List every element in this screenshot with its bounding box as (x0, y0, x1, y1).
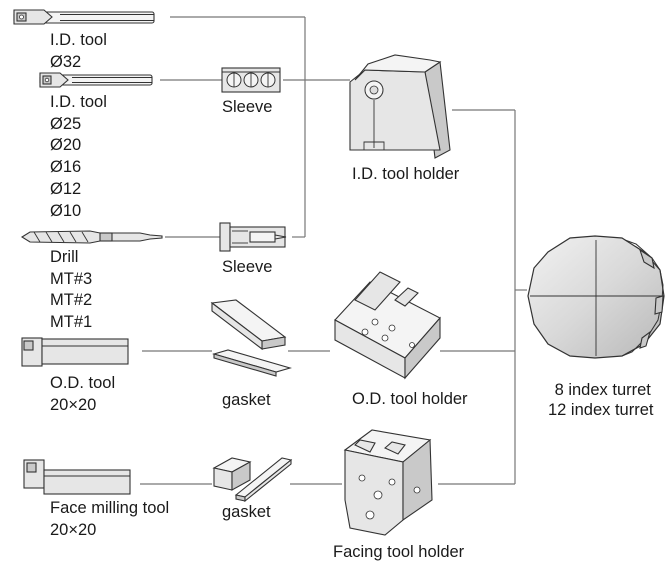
drill-size-mt1: MT#1 (50, 313, 93, 332)
id-tool-size-12: Ø12 (50, 179, 82, 198)
turret-label: 8 index turret 12 index turret (548, 380, 653, 420)
turret-icon (527, 235, 665, 359)
turret-label-12-index: 12 index turret (548, 401, 654, 419)
id-tool-size-25: Ø25 (50, 114, 82, 133)
turret-label-8-index: 8 index turret (554, 381, 651, 399)
face-milling-tool-icon (23, 459, 131, 495)
id-tool-32-name: I.D. tool (50, 31, 107, 49)
gasket-face-label: gasket (222, 503, 271, 521)
od-tool-size: 20×20 (50, 395, 97, 414)
drill-size-mt3: MT#3 (50, 269, 93, 288)
id-tool-small-icon (39, 72, 153, 88)
id-tool-size-10: Ø10 (50, 201, 82, 220)
drill-label: Drill MT#3 MT#2 MT#1 (50, 247, 92, 334)
id-holder-label: I.D. tool holder (352, 165, 460, 183)
drill-name: Drill (50, 248, 79, 266)
face-milling-tool-label: Face milling tool 20×20 (50, 498, 169, 541)
od-tool-icon (21, 337, 129, 367)
facing-holder-label: Facing tool holder (333, 543, 465, 561)
id-tool-32-size: Ø32 (50, 52, 82, 71)
facing-tool-holder-icon (343, 429, 433, 536)
sleeve-id-icon (221, 67, 281, 93)
id-tool-small-label: I.D. tool Ø25 Ø20 Ø16 Ø12 Ø10 (50, 92, 107, 222)
id-tool-small-name: I.D. tool (50, 93, 107, 111)
drill-size-mt2: MT#2 (50, 291, 93, 310)
face-milling-tool-size: 20×20 (50, 520, 97, 539)
sleeve-drill-label: Sleeve (222, 258, 273, 276)
connector-lines (140, 16, 527, 485)
id-tool-holder-icon (349, 54, 451, 159)
id-tool-size-16: Ø16 (50, 158, 82, 177)
id-tool-size-20: Ø20 (50, 136, 82, 155)
gasket-face-icon (212, 457, 293, 503)
od-tool-holder-icon (334, 271, 441, 380)
od-tool-label: O.D. tool 20×20 (50, 373, 115, 416)
gasket-od-icon (210, 299, 292, 377)
gasket-od-label: gasket (222, 391, 271, 409)
id-tool-32-label: I.D. tool Ø32 (50, 30, 107, 73)
id-tool-32-icon (13, 9, 155, 25)
face-milling-tool-name: Face milling tool (50, 499, 170, 517)
drill-icon (20, 230, 163, 244)
sleeve-drill-icon (219, 222, 287, 252)
od-tool-name: O.D. tool (50, 374, 116, 392)
od-holder-label: O.D. tool holder (352, 390, 468, 408)
sleeve-id-label: Sleeve (222, 98, 273, 116)
